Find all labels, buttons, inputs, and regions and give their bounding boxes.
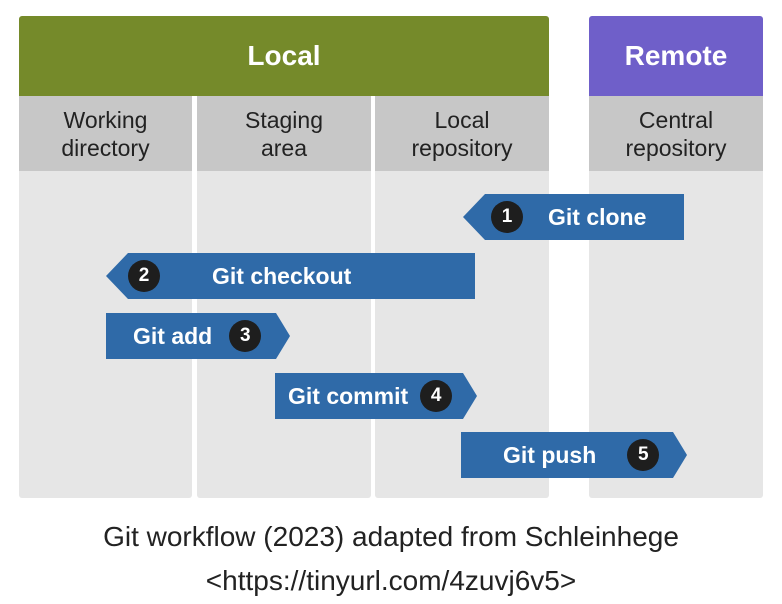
step-4-badge: 4: [420, 380, 452, 412]
caption-link[interactable]: <https://tinyurl.com/4zuvj6v5>: [205, 565, 577, 596]
heading-line: Local: [434, 106, 490, 133]
remote-header: Remote: [589, 16, 763, 96]
heading-line: Staging: [244, 106, 323, 133]
working-directory-heading: Working directory: [19, 96, 192, 171]
local-header-label: Local: [247, 40, 321, 71]
staging-area-heading: Staging area: [197, 96, 371, 171]
local-header: Local: [19, 16, 549, 96]
heading-line: repository: [411, 134, 513, 161]
caption-title: Git workflow (2023) adapted from Schlein…: [103, 521, 679, 552]
git-checkout-arrow: 2 Git checkout: [106, 253, 475, 299]
step-1-badge: 1: [491, 201, 523, 233]
heading-line: area: [260, 134, 308, 161]
git-add-arrow: Git add 3: [106, 313, 290, 359]
git-commit-label: Git commit: [288, 382, 409, 409]
heading-line: directory: [61, 134, 150, 161]
git-push-arrow: Git push 5: [461, 432, 687, 478]
git-checkout-label: Git checkout: [212, 262, 352, 289]
remote-header-label: Remote: [624, 40, 728, 71]
git-add-label: Git add: [133, 322, 213, 349]
heading-line: repository: [625, 134, 727, 161]
local-repository-heading: Local repository: [375, 96, 549, 171]
heading-line: Working: [63, 106, 148, 133]
central-repository-heading: Central repository: [589, 96, 763, 171]
step-2-badge: 2: [128, 260, 160, 292]
heading-line: Central: [638, 106, 714, 133]
git-clone-arrow: 1 Git clone: [463, 194, 684, 240]
git-push-label: Git push: [503, 441, 597, 468]
step-5-badge: 5: [627, 439, 659, 471]
git-commit-arrow: Git commit 4: [275, 373, 477, 419]
git-clone-label: Git clone: [548, 203, 647, 230]
step-3-badge: 3: [229, 320, 261, 352]
